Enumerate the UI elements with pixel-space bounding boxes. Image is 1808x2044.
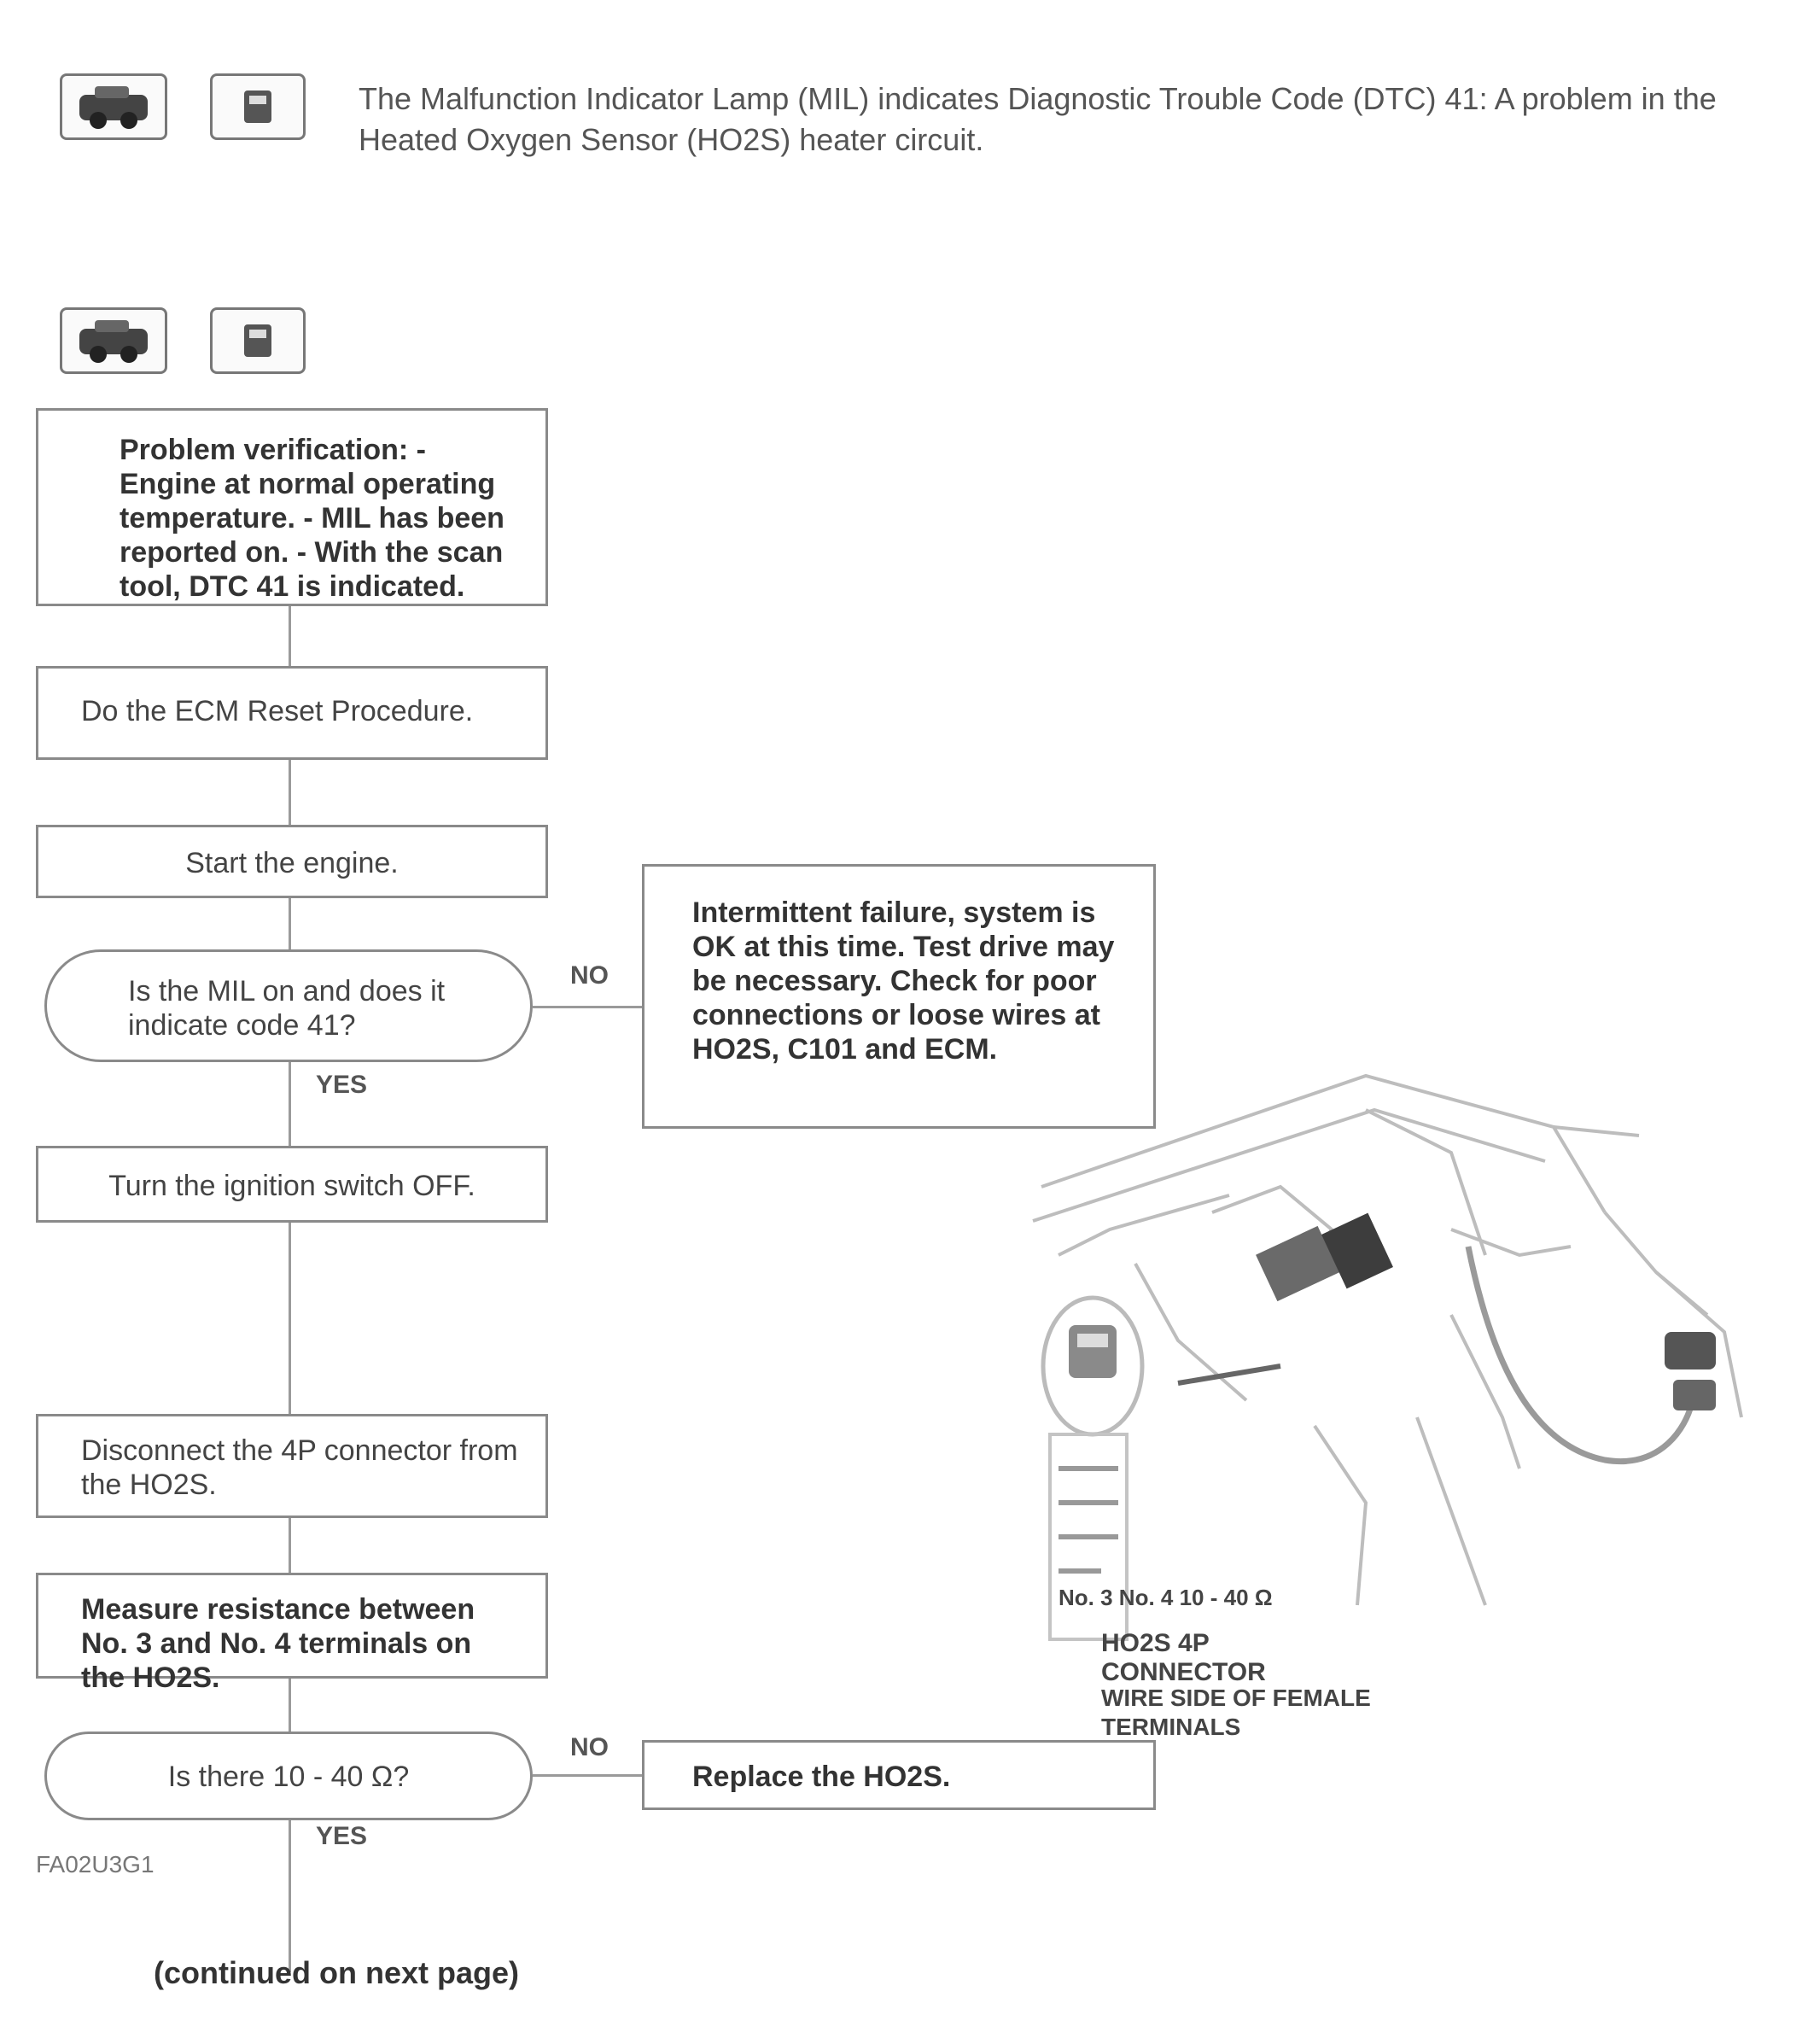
scan-tool-icon <box>60 307 167 374</box>
step-disconnect-text: Disconnect the 4P connector from the HO2… <box>81 1434 518 1501</box>
branch-no-2-line <box>533 1774 644 1777</box>
tool-icon <box>210 73 306 140</box>
replace-box: Replace the HO2S. <box>642 1740 1156 1810</box>
callout-values: No. 3 No. 4 10 - 40 Ω <box>1059 1585 1273 1610</box>
intermittent-box: Intermittent failure, system is OK at th… <box>642 864 1156 1129</box>
ho2s-sensor <box>1665 1332 1716 1410</box>
step-measure-box: Measure resistance between No. 3 and No.… <box>36 1573 548 1694</box>
dtc-description: The Malfunction Indicator Lamp (MIL) ind… <box>359 81 1717 157</box>
ohmmeter-icon <box>1041 1295 1145 1641</box>
answer-yes-2: YES <box>316 1822 368 1850</box>
step-ignition-off-box: Turn the ignition switch OFF. <box>36 1146 548 1223</box>
tool-icon <box>210 307 306 374</box>
step-measure-text: Measure resistance between No. 3 and No.… <box>81 1593 475 1694</box>
step-start-text: Start the engine. <box>185 847 399 879</box>
intro-box: Problem verification: - Engine at normal… <box>36 408 548 606</box>
flow-main-line <box>289 598 291 1972</box>
answer-no-2: NO <box>570 1733 609 1761</box>
engine-illustration <box>1032 1073 1743 1641</box>
intro-text: Problem verification: - Engine at normal… <box>120 434 504 603</box>
question-mil-text: Is the MIL on and does it indicate code … <box>128 975 446 1042</box>
step-reset-box: Do the ECM Reset Procedure. <box>36 666 548 760</box>
question-resistance-text: Is there 10 - 40 Ω? <box>167 1761 410 1793</box>
branch-no-1-line <box>533 1006 644 1008</box>
callout-wire-side: WIRE SIDE OF FEMALE TERMINALS <box>1101 1685 1371 1740</box>
answer-yes-1: YES <box>316 1071 368 1099</box>
figure-code: FA02U3G1 <box>36 1851 155 1878</box>
step-ignition-off-text: Turn the ignition switch OFF. <box>108 1170 475 1202</box>
continued-note: (continued on next page) <box>154 1955 519 1990</box>
step-reset-text: Do the ECM Reset Procedure. <box>81 695 474 727</box>
step-disconnect-box: Disconnect the 4P connector from the HO2… <box>36 1414 548 1518</box>
connector-block <box>1256 1212 1393 1302</box>
step-start-box: Start the engine. <box>36 825 548 898</box>
answer-no-1: NO <box>570 961 609 990</box>
scan-tool-icon <box>60 73 167 140</box>
replace-text: Replace the HO2S. <box>692 1761 951 1793</box>
intermittent-text: Intermittent failure, system is OK at th… <box>692 896 1115 1066</box>
question-mil-oval: Is the MIL on and does it indicate code … <box>44 949 533 1062</box>
callout-terminal: HO2S 4P CONNECTOR <box>1101 1629 1266 1686</box>
question-resistance-oval: Is there 10 - 40 Ω? <box>44 1732 533 1820</box>
